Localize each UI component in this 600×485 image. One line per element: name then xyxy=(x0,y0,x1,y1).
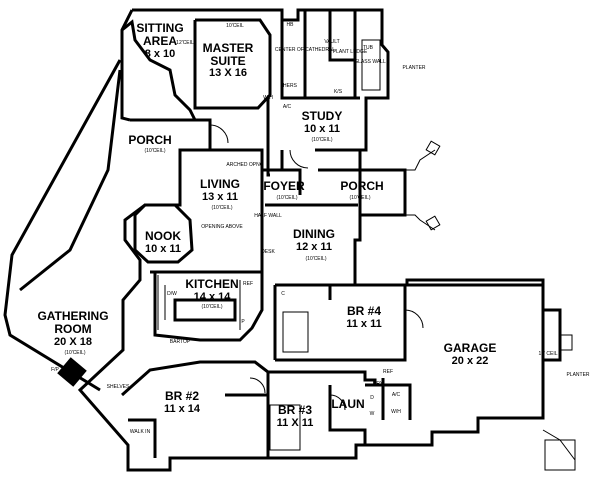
hers-note: HERS xyxy=(283,83,297,89)
shelves-note: SHELVES xyxy=(106,384,130,390)
closet-c-note: C xyxy=(281,291,285,297)
sitting-area-dims: 8 x 10 xyxy=(144,48,176,60)
center-cathedral-note: CENTER OF CATHEDRAL xyxy=(274,47,336,53)
ceil-12-note: 12'CEIL xyxy=(176,40,194,46)
ac2-note: A/C xyxy=(391,392,401,398)
pantry-note: P xyxy=(241,319,245,325)
br3-dims: 11 X 11 xyxy=(276,417,314,429)
garage-label: GARAGE xyxy=(443,341,497,355)
dw-note: D/W xyxy=(167,291,177,297)
study-ceil: (10'CEIL) xyxy=(311,137,333,143)
br4-label: BR #4 xyxy=(346,304,382,318)
kitchen-ceil: (10'CEIL) xyxy=(201,304,223,310)
porch-east-label: PORCH xyxy=(340,179,384,193)
sitting-area-label-2: AREA xyxy=(142,34,178,48)
gathering-room-label: GATHERING xyxy=(37,309,109,323)
w-note: W xyxy=(369,411,375,417)
plant-ledge-note: PLANT LEDGE xyxy=(332,49,368,55)
dining-ceil: (10'CEIL) xyxy=(305,256,327,262)
kitchen-dims: 14 x 14 xyxy=(193,291,231,303)
tub-note: TUB xyxy=(363,45,373,51)
garage-dims: 20 x 22 xyxy=(451,355,489,367)
walk-in-note: WALK IN xyxy=(129,429,151,435)
wh-note: W/H xyxy=(263,95,273,101)
half-wall-note: HALF WALL xyxy=(254,213,282,219)
planter-right-note: PLANTER xyxy=(566,372,590,378)
foyer-label: FOYER xyxy=(263,179,305,193)
hb-note: HB xyxy=(286,22,294,28)
d-note: D xyxy=(370,395,374,401)
nook-dims: 10 x 11 xyxy=(144,243,182,255)
gathering-room-dims: 20 X 18 xyxy=(54,336,92,348)
living-label: LIVING xyxy=(199,177,241,191)
ref-note: REF xyxy=(243,281,253,287)
master-suite-dims: 13 X 16 xyxy=(209,67,247,79)
porch-east-ceil: (10'CEIL) xyxy=(349,195,371,201)
kitchen-label: KITCHEN xyxy=(185,277,239,291)
ac-note: A/C xyxy=(282,104,292,110)
vault-note: VAULT xyxy=(324,39,340,45)
master-suite-label-2: SUITE xyxy=(210,54,246,68)
gathering-room-label-2: ROOM xyxy=(54,322,92,336)
foyer-ceil: (10'CEIL) xyxy=(276,195,298,201)
laundry-label: LAUN xyxy=(331,397,365,411)
ks-note: K/S xyxy=(333,89,343,95)
sitting-area-label: SITTING xyxy=(136,21,184,35)
desk-note: DESK xyxy=(261,249,275,255)
br4-dims: 11 x 11 xyxy=(346,318,382,330)
living-dims: 13 x 11 xyxy=(201,191,239,203)
br3-label: BR #3 xyxy=(277,403,313,417)
br2-dims: 11 x 14 xyxy=(163,403,201,415)
dining-label: DINING xyxy=(293,227,335,241)
bartop-note: BARTOP xyxy=(169,339,191,345)
garage-ceil-note: 12' CEIL xyxy=(538,351,558,357)
porch-west-ceil: (10'CEIL) xyxy=(144,148,166,154)
wh2-note: W/H xyxy=(391,409,401,415)
dryer-note: DRY xyxy=(372,381,384,387)
ceil-top-note: 10'CEIL xyxy=(226,23,244,29)
planter-top-note: PLANTER xyxy=(402,65,426,71)
opening-above-note: OPENING ABOVE xyxy=(201,224,243,230)
nook-label: NOOK xyxy=(145,229,181,243)
br2-label: BR #2 xyxy=(164,389,200,403)
arched-opng-note: ARCHED OPNG xyxy=(226,162,264,168)
master-suite-label: MASTER xyxy=(202,41,254,55)
porch-west-label: PORCH xyxy=(128,133,172,147)
dining-dims: 12 x 11 xyxy=(295,241,333,253)
glass-wall-note: GLASS WALL xyxy=(354,59,386,65)
fireplace-note: F/P xyxy=(51,367,59,373)
living-ceil: (10'CEIL) xyxy=(211,205,233,211)
gathering-room-ceil: (10'CEIL) xyxy=(64,350,86,356)
study-label: STUDY xyxy=(301,109,343,123)
ref2-note: REF xyxy=(383,369,393,375)
study-dims: 10 x 11 xyxy=(303,123,341,135)
